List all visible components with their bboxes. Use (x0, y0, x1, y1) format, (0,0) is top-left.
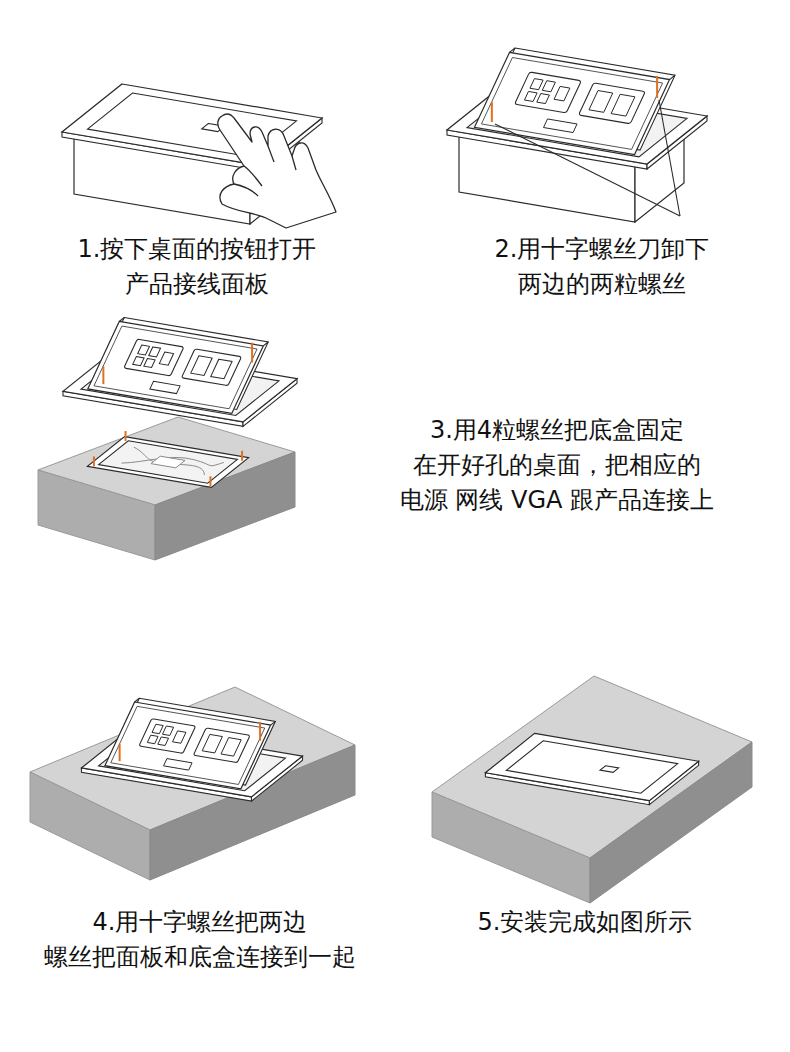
hand (234, 184, 258, 196)
figure-5 (485, 733, 698, 804)
figure-4 (30, 687, 355, 880)
figure-4 (81, 698, 302, 801)
hand (218, 114, 336, 228)
step-caption: 1.按下桌面的按钮打开 产品接线面板 (67, 232, 327, 302)
figure-2 (659, 100, 680, 216)
hand (292, 156, 296, 170)
figure-1 (62, 84, 336, 228)
hand (268, 146, 274, 162)
step-caption: 2.用十字螺丝刀卸下 两边的两粒螺丝 (482, 232, 722, 302)
figure-3 (38, 470, 155, 560)
figure-4 (30, 772, 150, 880)
figure-3 (63, 318, 297, 427)
figure-3 (38, 318, 297, 561)
figure-2 (495, 124, 680, 216)
step-caption: 4.用十字螺丝把两边 螺丝把面板和底盒连接到一起 (30, 905, 370, 975)
figure-2 (447, 48, 707, 222)
figure-5 (432, 676, 752, 903)
figure-4 (81, 698, 302, 801)
figure-2 (447, 48, 707, 222)
figure-3 (63, 318, 297, 427)
step-caption: 3.用4粒螺丝把底盒固定 在开好孔的桌面，把相应的 电源 网线 VGA 跟产品连… (392, 413, 722, 518)
figure-5 (485, 733, 698, 804)
figure-3 (87, 431, 248, 487)
figure-5 (432, 792, 590, 903)
hand (244, 166, 262, 186)
figure-3 (87, 431, 248, 487)
step-caption: 5.安装完成如图所示 (455, 905, 715, 940)
hand (218, 114, 336, 228)
